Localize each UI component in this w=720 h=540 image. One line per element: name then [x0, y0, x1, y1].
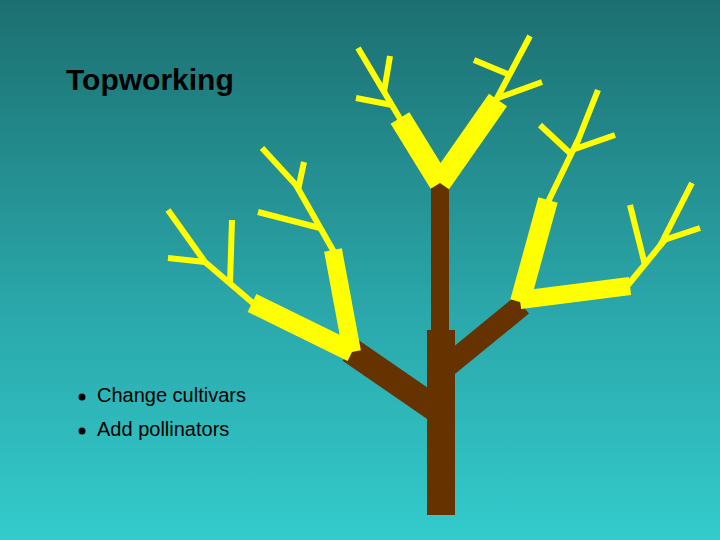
bullet-text: Change cultivars: [97, 384, 246, 407]
bullet-dot: [79, 394, 86, 401]
bullet-dot: [79, 428, 86, 435]
bullet-text: Add pollinators: [97, 418, 229, 441]
slide-title: Topworking: [66, 63, 234, 97]
